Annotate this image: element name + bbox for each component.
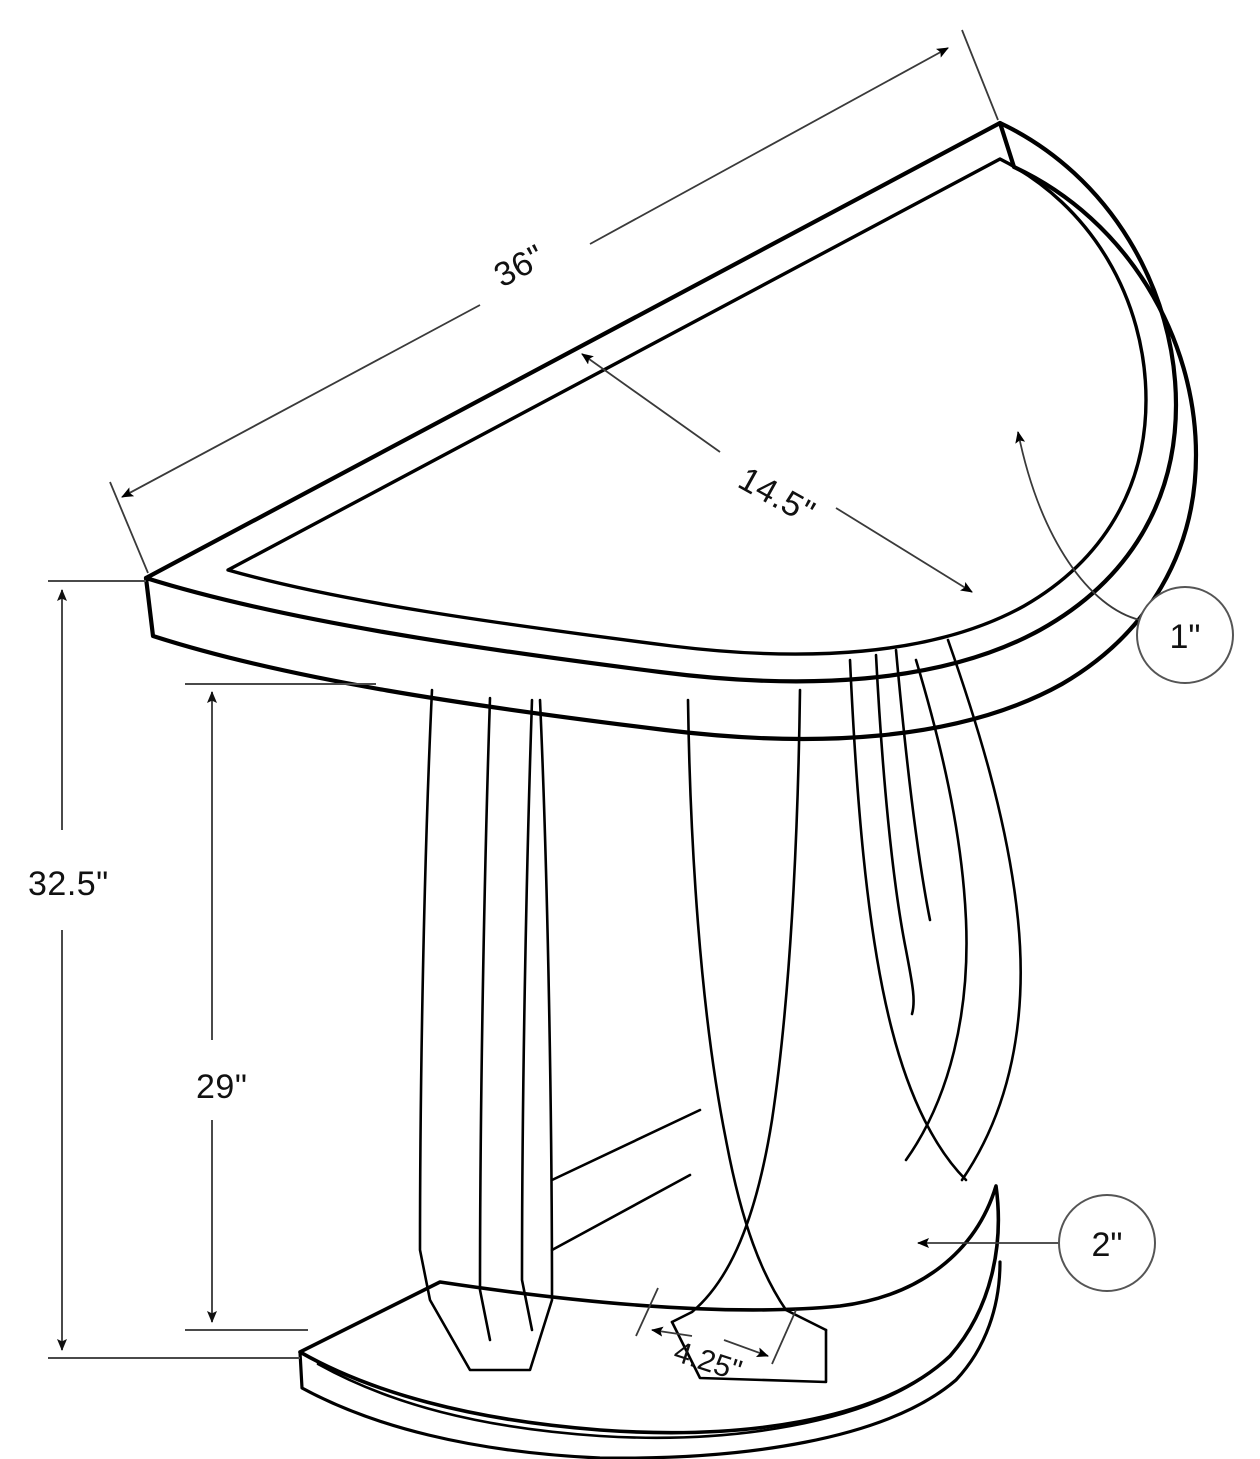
callout-1-inch-group: 1" [1015, 431, 1234, 684]
leg-rear-curved-outer [848, 658, 968, 1182]
top-thickness-callout-label: 1" [1170, 618, 1201, 656]
leg-right-outer-curve [946, 638, 1022, 1182]
leg-rear-curved-inner [874, 653, 915, 1016]
table-top-assembly [143, 120, 1199, 742]
ext-line-4p25-right [771, 1309, 797, 1365]
callout-1-inch-leader [1015, 431, 1141, 621]
leg-front-left-outer [418, 688, 554, 1372]
leg-height-dimension-label: 29" [196, 1068, 247, 1106]
callout-2-inch-balloon [1058, 1194, 1156, 1292]
table-top-outer-outline [143, 120, 1179, 684]
dim-line-4p25-right-arrow [723, 1339, 769, 1357]
leg-front-left-inner-edge [478, 696, 492, 1342]
leg-rear-sliver [894, 648, 932, 922]
callout-2-inch-group: 2" [917, 1194, 1156, 1292]
dim-line-36-left-half [121, 304, 481, 498]
dimension-32point5-inch-group: 32.5" [28, 580, 300, 1359]
leg-center-inner [670, 688, 802, 1324]
dim-line-14p5-lower [835, 507, 973, 593]
dimension-29-inch-group: 29" [185, 683, 376, 1331]
leg-center-outer [686, 698, 828, 1332]
leg-center-foot [670, 1320, 828, 1384]
base-plate-assembly [298, 1184, 1002, 1459]
table-base-assembly [418, 638, 1022, 1384]
base-plate-top-face [298, 1184, 1001, 1435]
dim-line-4p25-left-arrow [651, 1326, 693, 1337]
leg-front-left-face-fold [520, 698, 534, 1332]
base-stretcher-brace [550, 1108, 702, 1182]
base-plate-front-lip [316, 1362, 938, 1439]
table-top-underside-edge [151, 634, 1064, 741]
callout-1-inch-balloon [1136, 586, 1234, 684]
dim-line-14p5-upper [581, 353, 721, 453]
leg-right-inner-curve [904, 658, 968, 1162]
overall-height-dimension-label: 32.5" [28, 865, 109, 903]
base-stretcher-brace-2 [550, 1173, 692, 1252]
ext-line-36-right [961, 29, 999, 121]
table-top-inner-groove [226, 157, 1148, 656]
dim-line-36-right-half [589, 47, 949, 245]
ext-line-4p25-left [635, 1287, 659, 1337]
base-thickness-callout-label: 2" [1092, 1226, 1123, 1264]
base-plate-edge-thickness [298, 1260, 1002, 1459]
ext-line-36-left [109, 481, 149, 574]
